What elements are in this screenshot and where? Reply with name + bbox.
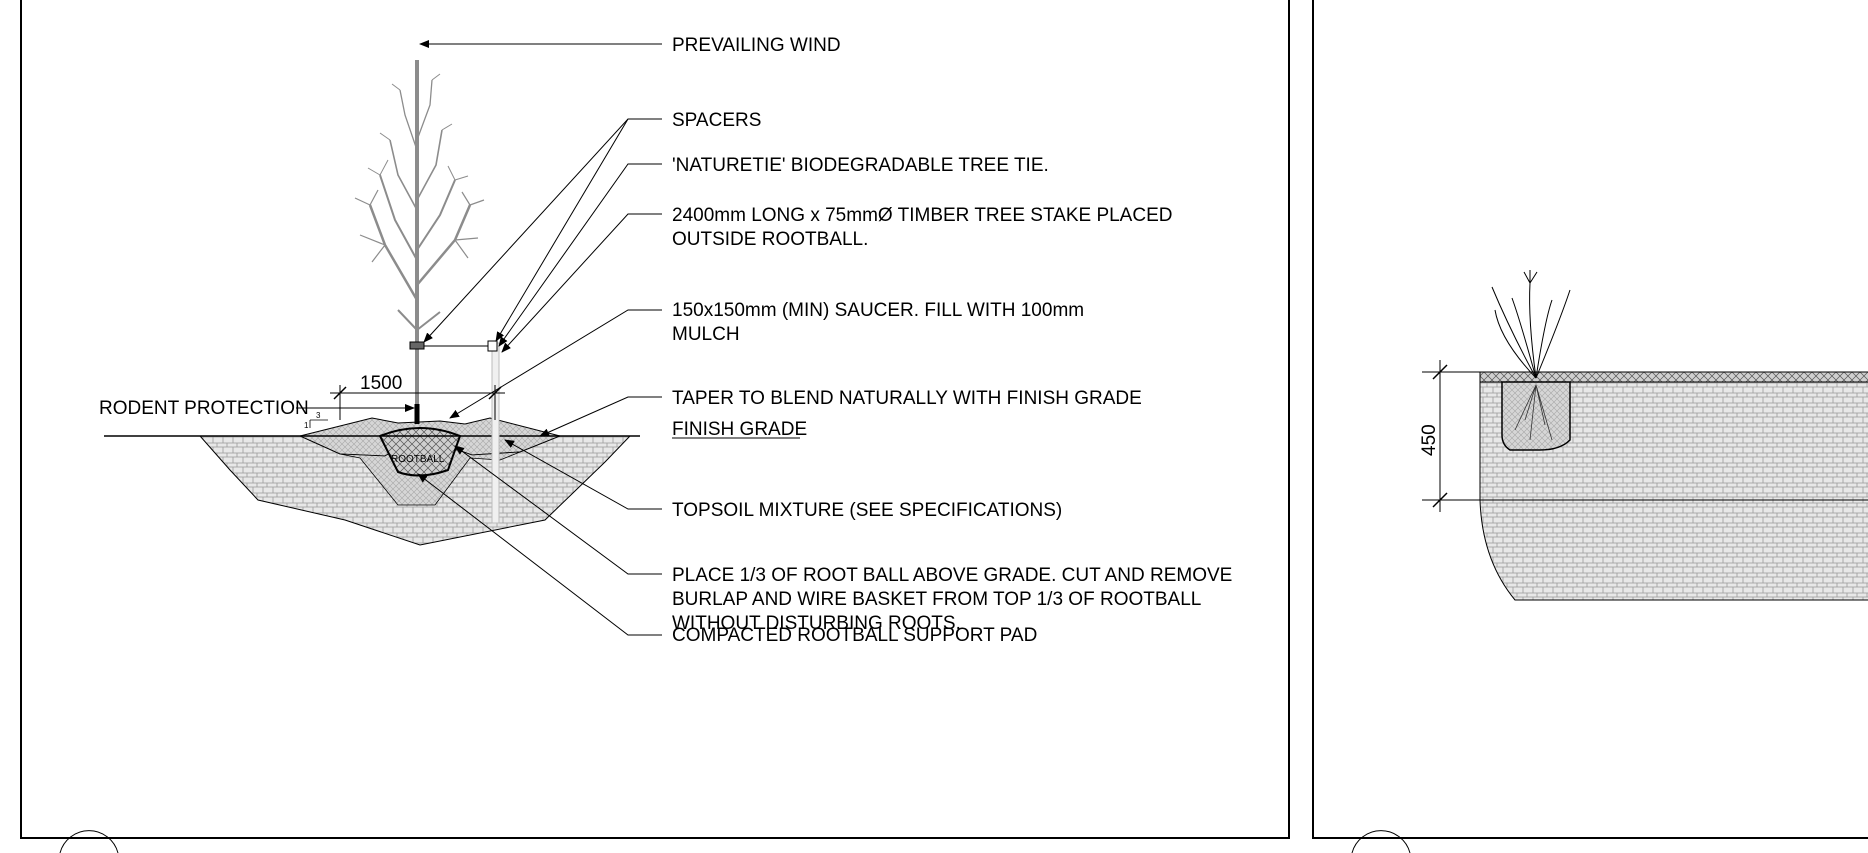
tree-planting-section: ROOTBALL [99, 35, 1232, 646]
label-topsoil: TOPSOIL MIXTURE (SEE SPECIFICATIONS) [672, 500, 1062, 521]
label-saucer-line1: 150x150mm (MIN) SAUCER. FILL WITH 100mm [672, 300, 1084, 321]
left-detail-frame [20, 0, 1290, 839]
left-title-circle-arc [59, 830, 119, 853]
saucer-dimension [330, 385, 505, 420]
spacer-right [487, 340, 498, 352]
label-rodent: RODENT PROTECTION [99, 398, 309, 419]
label-tree-tie: 'NATURETIE' BIODEGRADABLE TREE TIE. [672, 155, 1049, 176]
shrub-depth-dimension-lines [1422, 360, 1480, 512]
label-place-line2: BURLAP AND WIRE BASKET FROM TOP 1/3 OF R… [672, 589, 1201, 610]
label-finish-grade: FINISH GRADE [672, 419, 807, 440]
slope-run: 3 [316, 411, 321, 420]
label-taper: TAPER TO BLEND NATURALLY WITH FINISH GRA… [672, 388, 1142, 409]
label-place-line3: WITHOUT DISTURBING ROOTS. [672, 613, 961, 634]
shrub-depth-dimension: 450 [1419, 424, 1440, 456]
label-spacers: SPACERS [672, 110, 761, 131]
saucer-width-dimension: 1500 [360, 373, 402, 394]
right-title-circle-arc [1351, 830, 1411, 853]
label-compacted: COMPACTED ROOTBALL SUPPORT PAD [672, 625, 1037, 646]
slope-marker [309, 419, 328, 428]
label-stake-line1: 2400mm LONG x 75mmØ TIMBER TREE STAKE PL… [672, 205, 1172, 226]
label-place-line1: PLACE 1/3 OF ROOT BALL ABOVE GRADE. CUT … [672, 565, 1232, 586]
tree-stake [491, 342, 500, 524]
label-prevailing-wind: PREVAILING WIND [672, 35, 841, 56]
right-detail-frame [1312, 0, 1868, 839]
shrub-bed [1479, 373, 1868, 601]
rootball-label: ROOTBALL [391, 454, 445, 465]
leader-lines [296, 118, 662, 636]
spacer-left [409, 341, 425, 350]
shrub-foliage [1491, 270, 1571, 379]
shrub-roots [1514, 384, 1553, 441]
shrub-planting-section: 450 [1419, 270, 1868, 601]
label-saucer-line2: MULCH [672, 324, 740, 345]
shrub-rootball [1501, 381, 1571, 451]
label-stake-line2: OUTSIDE ROOTBALL. [672, 229, 868, 250]
mulch-layer [1479, 371, 1868, 383]
tree [354, 60, 485, 424]
slope-rise: 1 [304, 421, 309, 430]
